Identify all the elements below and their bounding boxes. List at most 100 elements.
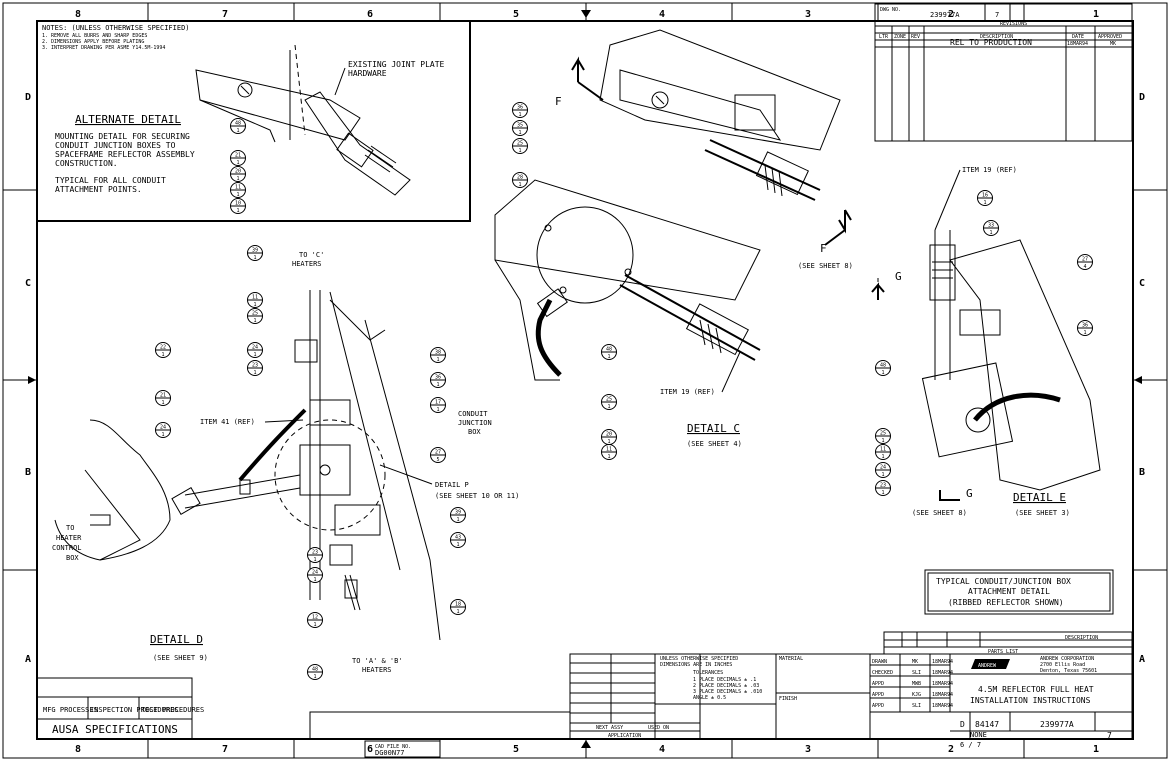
detail-p-title: DETAIL P — [435, 481, 469, 489]
svg-text:1. REMOVE ALL BURRS AND SHARP: 1. REMOVE ALL BURRS AND SHARP EDGES — [42, 33, 147, 39]
balloon-number: 25 — [880, 431, 886, 437]
balloon-quantity: 1 — [161, 352, 164, 358]
svg-text:TO: TO — [66, 524, 74, 532]
balloon-number: 24 — [312, 570, 318, 576]
item-balloon-18: 181 — [450, 599, 466, 615]
svg-text:APPD: APPD — [872, 681, 884, 687]
balloon-number: 18 — [455, 602, 461, 608]
item-balloon-23: 231 — [247, 360, 263, 376]
item-balloon-48: 481 — [601, 344, 617, 360]
balloon-quantity: 1 — [518, 130, 521, 136]
svg-text:ATTACHMENT DETAIL: ATTACHMENT DETAIL — [968, 587, 1050, 596]
item-balloon-11: 111 — [247, 292, 263, 308]
item-balloon-10: 101 — [230, 198, 246, 214]
detail-c-title: DETAIL C — [687, 422, 740, 435]
balloon-number: 36 — [517, 105, 523, 111]
item-balloon-33: 331 — [983, 220, 999, 236]
svg-text:FINISH: FINISH — [779, 696, 797, 702]
item-41-ref: ITEM 41 (REF) — [200, 418, 255, 426]
detail-e-see: (SEE SHEET 3) — [1015, 509, 1070, 517]
item-balloon-24: 241 — [155, 422, 171, 438]
zone-top-2: 2 — [948, 9, 954, 20]
zone-bottom-6: 6 — [367, 744, 373, 755]
item-balloon-11: 111 — [230, 182, 246, 198]
company-logo: ANDREW — [978, 663, 997, 669]
svg-text:DRAWN: DRAWN — [872, 659, 887, 665]
svg-text:MWB: MWB — [912, 681, 921, 687]
drawing-frame — [36, 20, 1134, 740]
section-g-letter-top: G — [895, 270, 902, 283]
balloon-number: 35 — [517, 123, 523, 129]
detail-e-drawing: G G (SEE SHEET 8) DETAIL E (SEE SHEET 3)… — [871, 166, 1101, 517]
balloon-number: 11 — [880, 447, 886, 453]
item-balloon-24: 241 — [875, 462, 891, 478]
balloon-quantity: 1 — [236, 208, 239, 214]
balloon-quantity: 1 — [253, 352, 256, 358]
balloon-number: 48 — [235, 121, 241, 127]
balloon-number: 27 — [1082, 257, 1088, 263]
svg-text:2. DIMENSIONS APPLY BEFORE PLA: 2. DIMENSIONS APPLY BEFORE PLATING — [42, 39, 144, 45]
notes-title: NOTES: (UNLESS OTHERWISE SPECIFIED) — [42, 24, 190, 32]
balloon-number: 48 — [880, 363, 886, 369]
svg-text:18MAR94: 18MAR94 — [932, 670, 953, 676]
balloon-number: 27 — [435, 450, 441, 456]
zone-left-D: D — [25, 92, 31, 103]
zone-top-7: 7 — [222, 9, 228, 20]
section-f-see: (SEE SHEET 8) — [798, 262, 853, 270]
item-balloon-23: 231 — [307, 547, 323, 563]
detail-e-title: DETAIL E — [1013, 491, 1066, 504]
balloon-quantity: 1 — [436, 407, 439, 413]
revision-block: DWG NO. 239977A 7 REVISIONS LTR ZONE REV… — [874, 3, 1133, 142]
item-balloon-20: 201 — [601, 429, 617, 445]
balloon-number: 22 — [160, 345, 166, 351]
revision-approved: MK — [1110, 41, 1116, 47]
section-f-letter-top: F — [555, 95, 562, 108]
item-balloon-38: 381 — [430, 347, 446, 363]
svg-text:MFG PROCESSES: MFG PROCESSES — [43, 706, 98, 714]
detail-d-see: (SEE SHEET 9) — [153, 654, 208, 662]
specs-label: AUSA SPECIFICATIONS — [52, 723, 178, 736]
item-balloon-22: 221 — [155, 342, 171, 358]
item-balloon-25: 251 — [512, 138, 528, 154]
svg-text:DIMENSIONS ARE IN INCHES: DIMENSIONS ARE IN INCHES — [660, 662, 732, 668]
balloon-number: 23 — [880, 483, 886, 489]
rev-block-dwg-no: 239977A — [930, 11, 960, 19]
svg-text:18MAR94: 18MAR94 — [932, 692, 953, 698]
item-balloons: 4812112011111013613512512813911112512412… — [155, 102, 1093, 680]
svg-text:SLI: SLI — [912, 703, 921, 709]
item-balloon-21: 211 — [230, 150, 246, 166]
item-balloon-48: 481 — [307, 664, 323, 680]
svg-text:3 PLACE DECIMALS ± .010: 3 PLACE DECIMALS ± .010 — [693, 689, 762, 695]
cad-file-value: DG00N77 — [375, 749, 405, 757]
balloon-number: 48 — [606, 347, 612, 353]
svg-text:(RIBBED REFLECTOR SHOWN): (RIBBED REFLECTOR SHOWN) — [948, 598, 1064, 607]
svg-text:APPD: APPD — [872, 692, 884, 698]
balloon-quantity: 1 — [989, 230, 992, 236]
item-balloon-36: 361 — [512, 102, 528, 118]
detail-d-drawing: DETAIL D (SEE SHEET 9) DETAIL P (SEE SHE… — [52, 251, 519, 674]
svg-text:HEATERS: HEATERS — [362, 666, 392, 674]
item-balloon-35: 351 — [512, 120, 528, 136]
svg-text:HEATER: HEATER — [56, 534, 82, 542]
item-balloon-21: 211 — [155, 390, 171, 406]
typical-attachment-box: TYPICAL CONDUIT/JUNCTION BOX ATTACHMENT … — [924, 569, 1114, 615]
svg-text:USED ON: USED ON — [648, 725, 669, 731]
svg-text:NEXT ASSY: NEXT ASSY — [596, 725, 623, 731]
balloon-quantity: 1 — [881, 454, 884, 460]
zone-right-C: C — [1139, 278, 1145, 289]
svg-text:18MAR94: 18MAR94 — [932, 659, 953, 665]
rev-value: 7 — [1107, 731, 1112, 740]
svg-text:UNLESS OTHERWISE SPECIFIED: UNLESS OTHERWISE SPECIFIED — [660, 656, 738, 662]
detail-c-see: (SEE SHEET 4) — [687, 440, 742, 448]
balloon-quantity: 5 — [436, 457, 439, 463]
svg-text:DWG NO.: DWG NO. — [880, 7, 901, 13]
svg-text:ZONE: ZONE — [894, 34, 906, 40]
svg-text:SPACEFRAME REFLECTOR ASSEMBLY: SPACEFRAME REFLECTOR ASSEMBLY — [55, 150, 195, 159]
balloon-quantity: 1 — [881, 472, 884, 478]
item-balloon-12: 121 — [307, 612, 323, 628]
svg-text:APPROVED: APPROVED — [1098, 34, 1122, 40]
svg-text:Denton, Texas 75601: Denton, Texas 75601 — [1040, 668, 1097, 674]
svg-text:3. INTERPRET DRAWING PER ASME: 3. INTERPRET DRAWING PER ASME Y14.5M-199… — [42, 45, 165, 51]
sheet-of-value: 6 / 7 — [960, 741, 981, 749]
balloon-quantity: 1 — [607, 354, 610, 360]
